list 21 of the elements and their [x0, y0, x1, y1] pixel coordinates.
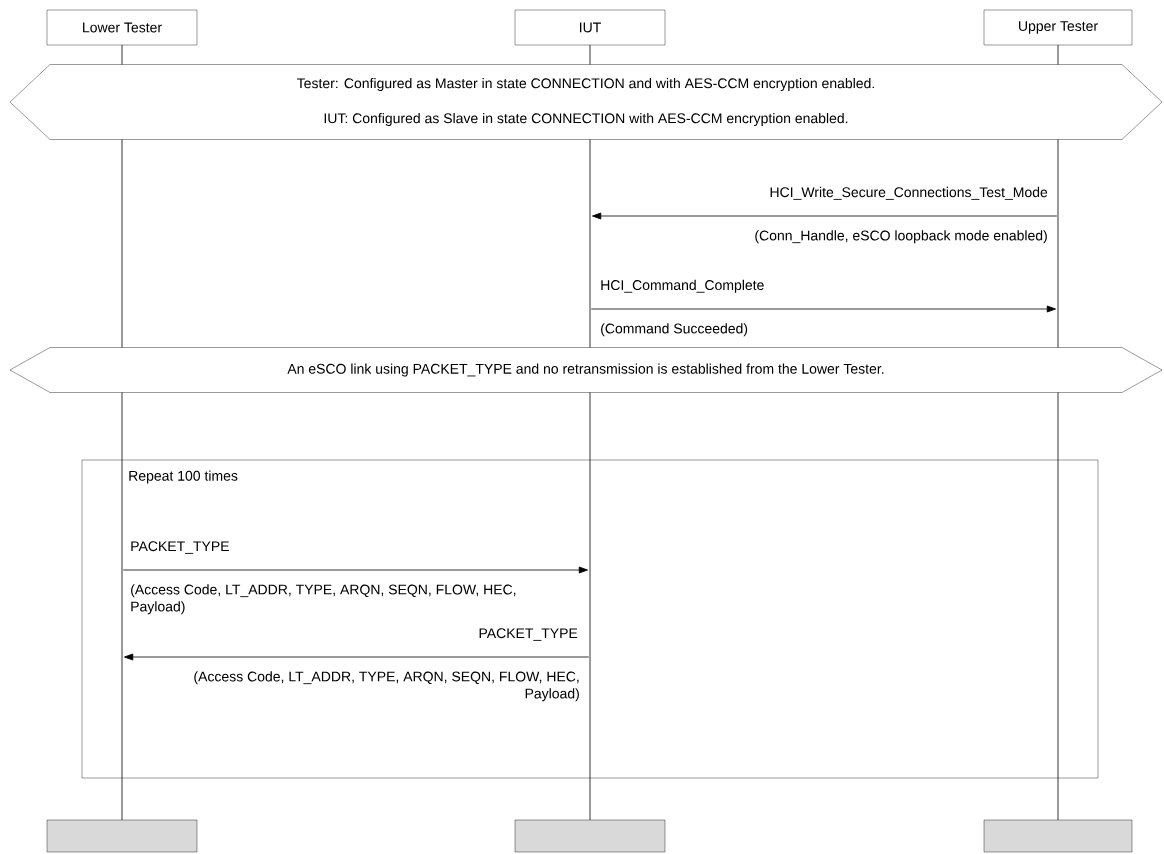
message-label: PACKET_TYPE	[479, 628, 578, 641]
message-label: HCI_Command_Complete	[601, 279, 764, 293]
message-arrow	[590, 305, 1056, 313]
hexagon-banner: Tester: Configured as Master in state CONNECTION and with AES-CCM encryption enabled. IUT: Configured as Slave in state CONNECTION with AES-CCM encryption enabled.	[9, 64, 1163, 140]
lifeline-end-box	[514, 819, 666, 853]
participant-box: IUT	[514, 9, 666, 46]
node-label: Tester: Configured as Master in state CONNECTION and with AES-CCM encryption enabled.	[297, 77, 874, 92]
node-label: An eSCO link using PACKET_TYPE and no retransmission is established from the Lower Tester.	[287, 363, 884, 377]
message-arrow	[124, 653, 590, 661]
lifeline-end-box	[983, 819, 1133, 853]
message-arrow	[122, 566, 588, 574]
lifeline-end-box	[46, 819, 198, 853]
participant-box: Upper Tester	[983, 9, 1133, 46]
node-label: IUT: Configured as Slave in state CONNECTION with AES-CCM encryption enabled.	[324, 112, 848, 127]
parameter-text: (Access Code, LT_ADDR, TYPE, ARQN, SEQN, FLOW, HEC, Payload)	[131, 584, 516, 615]
parameter-text: (Command Succeeded)	[601, 323, 748, 337]
message-arrow	[592, 212, 1058, 220]
participant-box: Lower Tester	[46, 9, 198, 46]
message-label: PACKET_TYPE	[131, 541, 229, 554]
hexagon-banner: An eSCO link using PACKET_TYPE and no retransmission is established from the Lower Tester.	[9, 347, 1163, 393]
message-label: HCI_Write_Secure_Connections_Test_Mode	[770, 186, 1048, 200]
